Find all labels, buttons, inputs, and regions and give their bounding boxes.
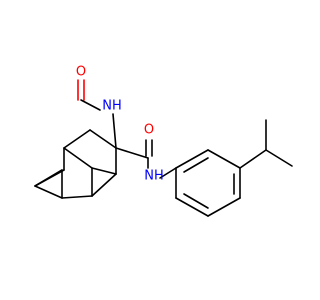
- adamantane-bond-1: [89, 129, 117, 149]
- adamantane-bond-7: [91, 173, 117, 197]
- formyl-c-n-bond: [80, 99, 101, 111]
- ring-inner-bond-1: [183, 157, 209, 173]
- structure-canvas: O NH O NH: [34, 64, 293, 217]
- isopropyl-methyl-2-bond: [265, 149, 293, 167]
- adamantane-bond-5: [34, 185, 63, 199]
- formamide-nitrogen-label: NH: [102, 99, 122, 114]
- cq-to-carbonyl-bond: [115, 147, 149, 159]
- ring-to-isopropyl-bond: [239, 149, 267, 169]
- adamantane-bond-10: [91, 167, 117, 175]
- ring-inner-bond-3: [183, 193, 209, 209]
- amide-nitrogen-label: NH: [144, 169, 164, 184]
- amide-oxygen-label: O: [144, 123, 154, 138]
- adamantane-bond-9: [63, 147, 93, 169]
- ring-bond-2: [207, 149, 241, 169]
- molecule-drawing: O NH O NH: [34, 65, 293, 217]
- ring-bond-1: [175, 149, 209, 169]
- n-to-phenyl-bond: [159, 167, 177, 179]
- n-to-cq-bond: [112, 113, 117, 149]
- ring-bond-5: [175, 197, 209, 217]
- adamantane-bond-6: [61, 195, 93, 199]
- adamantane-bond-2: [63, 129, 91, 149]
- adamantane-bond-12: [34, 169, 63, 187]
- ring-bond-4: [207, 197, 241, 217]
- formyl-oxygen-label: O: [76, 65, 86, 80]
